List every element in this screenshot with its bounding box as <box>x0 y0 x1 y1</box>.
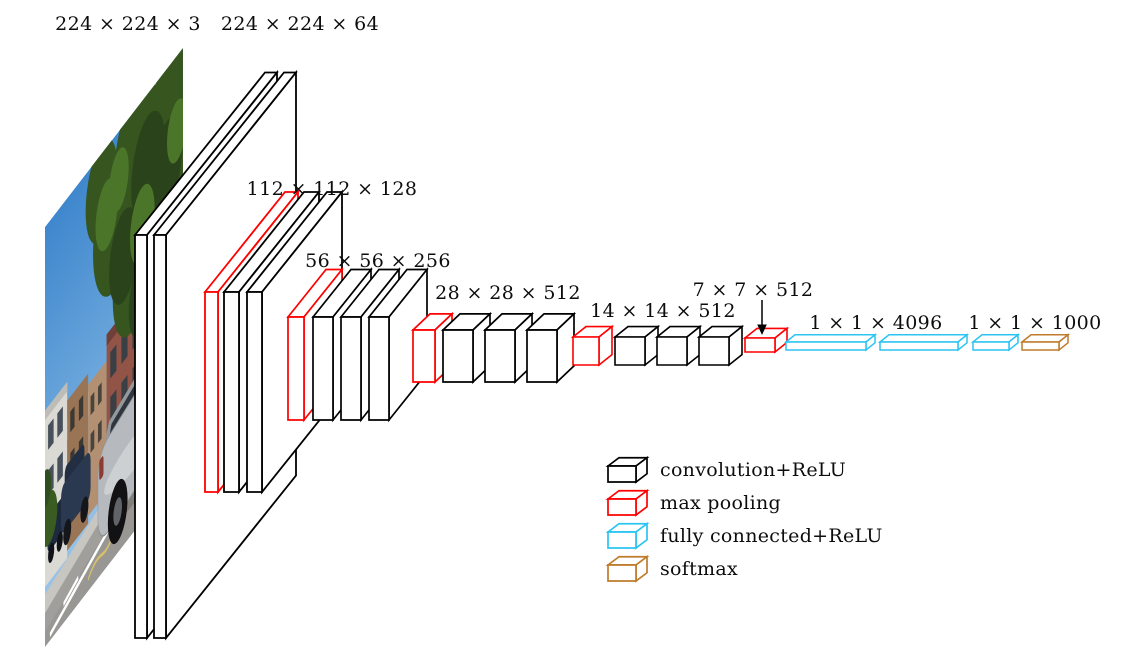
layer-label-conv3: 56 × 56 × 256 <box>305 250 451 272</box>
layer-label-conv4: 28 × 28 × 512 <box>435 282 581 304</box>
pool-slab <box>204 291 219 493</box>
legend-box-convolution <box>607 465 637 483</box>
conv-slab <box>614 336 646 366</box>
pool5-arrow <box>757 300 767 335</box>
conv-slab <box>656 336 688 366</box>
fc-slab <box>877 334 970 343</box>
layer-label-input: 224 × 224 × 3 <box>55 13 201 35</box>
layer-label-conv5: 14 × 14 × 512 <box>590 300 736 322</box>
legend-box-softmax <box>607 564 637 582</box>
fc-slab <box>879 341 959 351</box>
pool-slab <box>744 337 776 353</box>
arrowhead-icon <box>757 324 767 335</box>
conv-slab <box>526 329 558 383</box>
layer-label-fc: 1 × 1 × 4096 <box>809 312 943 334</box>
legend-box-fully-connected <box>607 531 637 549</box>
conv-slab <box>312 316 334 421</box>
pool-slab <box>572 336 600 366</box>
legend-label-fc: fully connected+ReLU <box>660 525 883 547</box>
legend-box-maxpool <box>607 498 637 516</box>
pool-slab <box>287 316 305 421</box>
conv-slab <box>698 336 730 366</box>
legend-label-convolution: convolution+ReLU <box>660 459 847 481</box>
conv-slab <box>246 291 263 493</box>
layer-label-conv2: 112 × 112 × 128 <box>246 178 418 200</box>
conv-slab <box>368 316 390 421</box>
pool-slab <box>412 329 436 383</box>
layer-label-conv1: 224 × 224 × 64 <box>220 13 380 35</box>
softmax-slab <box>1021 341 1060 351</box>
fc-slab <box>785 341 867 351</box>
conv-slab <box>153 234 167 639</box>
fc-slab <box>783 334 878 343</box>
conv-slab <box>134 234 148 639</box>
legend-boxes <box>605 456 650 583</box>
layer-label-output: 1 × 1 × 1000 <box>968 312 1102 334</box>
fc-slab <box>972 341 1010 351</box>
conv-slab <box>442 329 474 383</box>
layer-blocks <box>133 69 1071 641</box>
conv-slab <box>484 329 516 383</box>
layer-label-pool5: 7 × 7 × 512 <box>692 279 814 301</box>
legend-label-maxpool: max pooling <box>660 492 781 514</box>
legend-label-softmax: softmax <box>660 558 739 580</box>
conv-slab <box>223 291 240 493</box>
conv-slab <box>340 316 362 421</box>
